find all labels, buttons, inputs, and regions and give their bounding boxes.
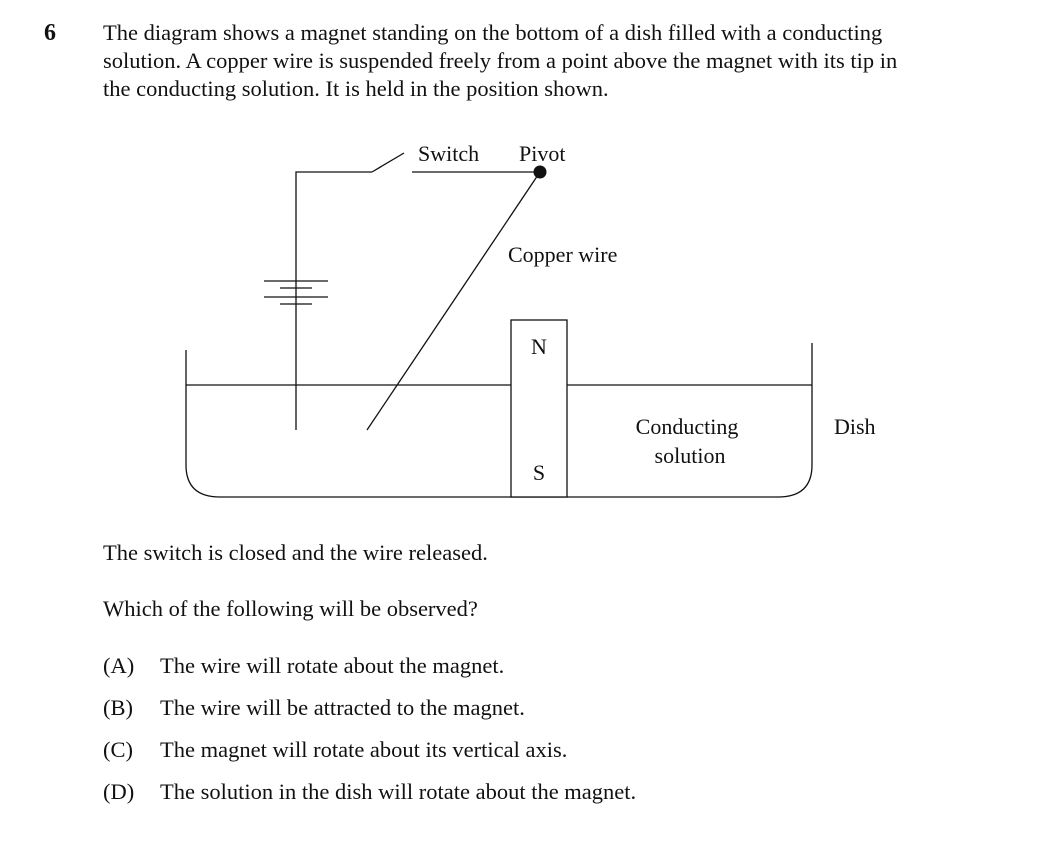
pivot-point [533, 165, 547, 179]
question-prompt: Which of the following will be observed? [103, 596, 478, 621]
north-pole-label: N [531, 334, 547, 359]
magnet [510, 319, 568, 498]
option-letter: (A) [103, 653, 135, 678]
pivot-label: Pivot [519, 141, 565, 166]
switch-label: Switch [418, 141, 479, 166]
option-letter: (D) [103, 779, 135, 804]
copper-wire [366, 171, 541, 431]
solution-label-line2: solution [655, 443, 726, 468]
after-diagram-text: The switch is closed and the wire releas… [103, 540, 488, 565]
option-letter: (B) [103, 695, 133, 720]
question-stem: The diagram shows a magnet standing on t… [103, 19, 973, 103]
stem-line: solution. A copper wire is suspended fre… [103, 48, 898, 73]
option-text: The magnet will rotate about its vertica… [160, 737, 568, 762]
solution-label-line1: Conducting [636, 414, 739, 439]
south-pole-label: S [533, 460, 545, 485]
dish-outline [185, 343, 813, 498]
copper-wire-label: Copper wire [508, 242, 617, 267]
option-letter: (C) [103, 737, 133, 762]
option-text: The wire will be attracted to the magnet… [160, 695, 525, 720]
apparatus-diagram: Switch Pivot Copper wire N S Conducting … [185, 141, 876, 498]
question-number: 6 [44, 20, 56, 46]
option-text: The solution in the dish will rotate abo… [160, 779, 637, 804]
battery-symbol [264, 280, 328, 305]
switch-blade [371, 152, 405, 173]
stem-line: the conducting solution. It is held in t… [103, 76, 609, 101]
option-text: The wire will rotate about the magnet. [160, 653, 505, 678]
dish-label: Dish [834, 414, 876, 439]
stem-line: The diagram shows a magnet standing on t… [103, 20, 883, 45]
circuit-wire [295, 171, 372, 430]
